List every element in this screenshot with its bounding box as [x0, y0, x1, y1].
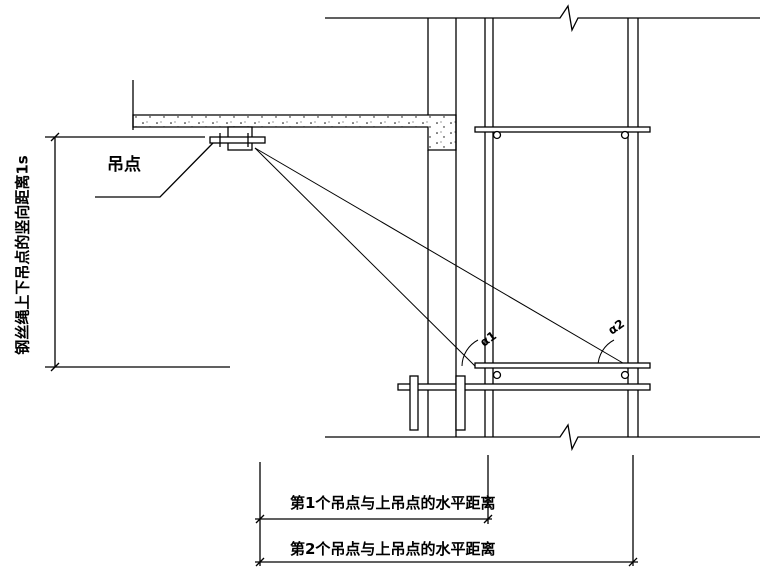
horizontal-dimensions	[255, 455, 638, 567]
bottom-floor-line	[325, 423, 760, 452]
vertical-distance-label: 钢丝绳上下吊点的竖向距离1s	[13, 155, 32, 355]
wall-column	[427, 18, 639, 437]
horizontal-distance-2-label: 第2个吊点与上吊点的水平距离	[290, 540, 496, 558]
wire-ropes	[254, 147, 629, 367]
leader-line	[95, 142, 214, 198]
angle-arc-1	[461, 339, 479, 367]
concrete-slab	[132, 80, 457, 151]
upper-bracket-bar	[474, 126, 651, 140]
lifting-point-label: 吊点	[107, 155, 141, 175]
top-floor-line	[325, 4, 760, 33]
lower-bracket-bar	[397, 362, 651, 431]
horizontal-distance-1-label: 第1个吊点与上吊点的水平距离	[290, 494, 496, 512]
vertical-dimension	[45, 132, 230, 372]
